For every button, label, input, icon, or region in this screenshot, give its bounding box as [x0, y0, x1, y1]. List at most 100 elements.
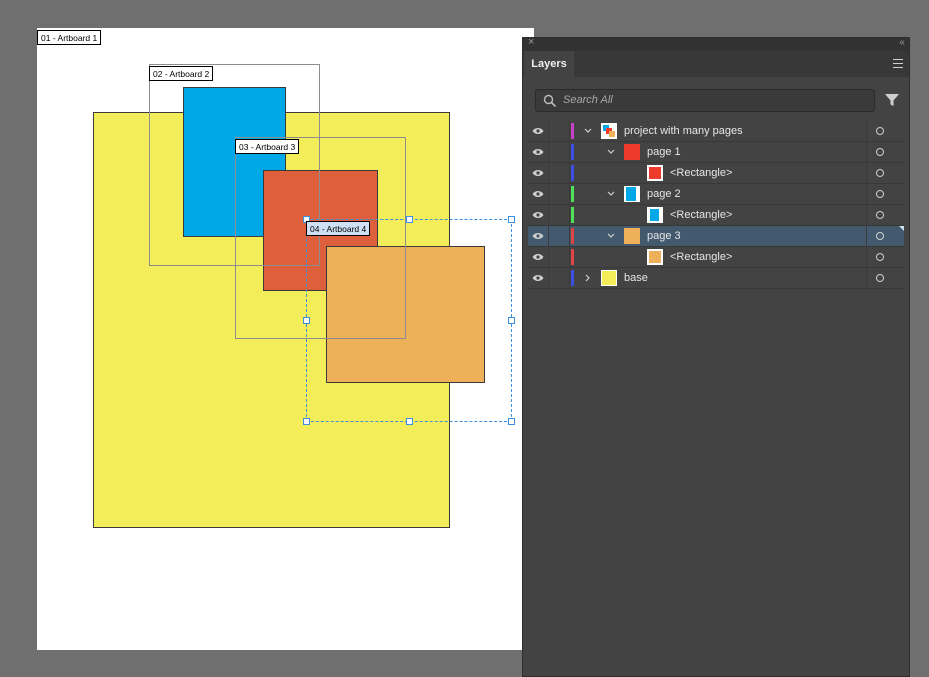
target-toggle[interactable] — [866, 226, 905, 246]
visibility-toggle[interactable] — [528, 247, 549, 267]
layer-thumbnail — [601, 270, 617, 286]
target-toggle[interactable] — [866, 205, 905, 225]
lock-toggle[interactable] — [549, 163, 570, 183]
chevron-down-icon[interactable] — [606, 147, 616, 157]
search-field[interactable]: Search All — [535, 89, 875, 112]
artboard-2-frame[interactable] — [149, 64, 320, 266]
visibility-toggle[interactable] — [528, 205, 549, 225]
layer-thumbnail — [601, 123, 617, 139]
target-circle-icon — [876, 253, 884, 261]
layer-name: base — [624, 272, 648, 284]
resize-handle[interactable] — [406, 216, 413, 223]
layer-row-rectangle[interactable]: <Rectangle> — [528, 205, 904, 226]
layers-list: project with many pages page 1 — [528, 121, 904, 289]
eye-icon — [532, 170, 544, 176]
target-circle-icon — [876, 169, 884, 177]
target-circle-icon — [876, 190, 884, 198]
artboard-1-label[interactable]: 01 - Artboard 1 — [37, 30, 102, 45]
artboard-4-label[interactable]: 04 - Artboard 4 — [306, 221, 371, 236]
lock-toggle[interactable] — [549, 205, 570, 225]
target-toggle[interactable] — [866, 247, 905, 267]
layer-color-indicator — [571, 228, 574, 244]
target-toggle[interactable] — [866, 142, 905, 162]
visibility-toggle[interactable] — [528, 268, 549, 288]
eye-icon — [532, 275, 544, 281]
target-toggle[interactable] — [866, 268, 905, 288]
resize-handle[interactable] — [508, 317, 515, 324]
layer-name: project with many pages — [624, 125, 743, 137]
layer-thumbnail — [624, 228, 640, 244]
layer-row-page-3[interactable]: page 3 — [528, 226, 904, 247]
layer-thumbnail — [647, 165, 663, 181]
target-circle-icon — [876, 274, 884, 282]
target-circle-icon — [876, 211, 884, 219]
layer-color-indicator — [571, 144, 574, 160]
eye-icon — [532, 191, 544, 197]
chevron-down-icon[interactable] — [606, 189, 616, 199]
lock-toggle[interactable] — [549, 142, 570, 162]
layer-name: <Rectangle> — [670, 251, 733, 263]
selection-indicator-icon — [899, 226, 904, 231]
lock-toggle[interactable] — [549, 184, 570, 204]
layer-color-indicator — [571, 270, 574, 286]
layer-thumbnail — [624, 144, 640, 160]
layer-row-project[interactable]: project with many pages — [528, 121, 904, 142]
close-icon[interactable]: × — [528, 36, 535, 48]
search-icon — [543, 94, 557, 108]
chevron-down-icon[interactable] — [606, 231, 616, 241]
target-circle-icon — [876, 148, 884, 156]
layer-row-rectangle[interactable]: <Rectangle> — [528, 163, 904, 184]
visibility-toggle[interactable] — [528, 163, 549, 183]
layer-name: <Rectangle> — [670, 209, 733, 221]
layer-row-page-2[interactable]: page 2 — [528, 184, 904, 205]
layer-row-rectangle[interactable]: <Rectangle> — [528, 247, 904, 268]
visibility-toggle[interactable] — [528, 184, 549, 204]
chevron-right-icon[interactable] — [583, 273, 593, 283]
artboard-4-selection[interactable] — [306, 219, 512, 422]
filter-icon[interactable] — [884, 92, 900, 108]
artboard-2-label[interactable]: 02 - Artboard 2 — [149, 66, 214, 81]
visibility-toggle[interactable] — [528, 142, 549, 162]
layer-thumbnail — [647, 249, 663, 265]
tab-layers[interactable]: Layers — [524, 51, 574, 77]
resize-handle[interactable] — [303, 317, 310, 324]
visibility-toggle[interactable] — [528, 226, 549, 246]
target-toggle[interactable] — [866, 121, 905, 141]
eye-icon — [532, 128, 544, 134]
layers-panel: × ‹‹ Layers Search All — [522, 36, 910, 677]
visibility-toggle[interactable] — [528, 121, 549, 141]
layer-name: <Rectangle> — [670, 167, 733, 179]
layer-name: page 1 — [647, 146, 681, 158]
layer-color-indicator — [571, 186, 574, 202]
artboard-3-label[interactable]: 03 - Artboard 3 — [235, 139, 300, 154]
panel-tab-bar: Layers — [523, 51, 909, 77]
layer-color-indicator — [571, 249, 574, 265]
resize-handle[interactable] — [508, 216, 515, 223]
resize-handle[interactable] — [406, 418, 413, 425]
resize-handle[interactable] — [508, 418, 515, 425]
layer-name: page 3 — [647, 230, 681, 242]
lock-toggle[interactable] — [549, 268, 570, 288]
search-input[interactable]: Search All — [563, 94, 613, 106]
layer-color-indicator — [571, 123, 574, 139]
lock-toggle[interactable] — [549, 226, 570, 246]
layer-row-page-1[interactable]: page 1 — [528, 142, 904, 163]
layer-color-indicator — [571, 207, 574, 223]
layer-thumbnail — [624, 186, 640, 202]
layer-color-indicator — [571, 165, 574, 181]
panel-title-bar: × ‹‹ — [523, 36, 909, 51]
layer-thumbnail — [647, 207, 663, 223]
resize-handle[interactable] — [303, 418, 310, 425]
eye-icon — [532, 254, 544, 260]
lock-toggle[interactable] — [549, 247, 570, 267]
lock-toggle[interactable] — [549, 121, 570, 141]
target-toggle[interactable] — [866, 163, 905, 183]
panel-menu-icon[interactable] — [893, 59, 903, 68]
collapse-icon[interactable]: ‹‹ — [899, 37, 905, 48]
layer-row-base[interactable]: base — [528, 268, 904, 289]
canvas-artboard[interactable]: 01 - Artboard 1 02 - Artboard 2 03 - Art… — [37, 28, 534, 650]
target-toggle[interactable] — [866, 184, 905, 204]
artboard-3-frame[interactable] — [235, 137, 406, 339]
chevron-down-icon[interactable] — [583, 126, 593, 136]
target-circle-icon — [876, 127, 884, 135]
